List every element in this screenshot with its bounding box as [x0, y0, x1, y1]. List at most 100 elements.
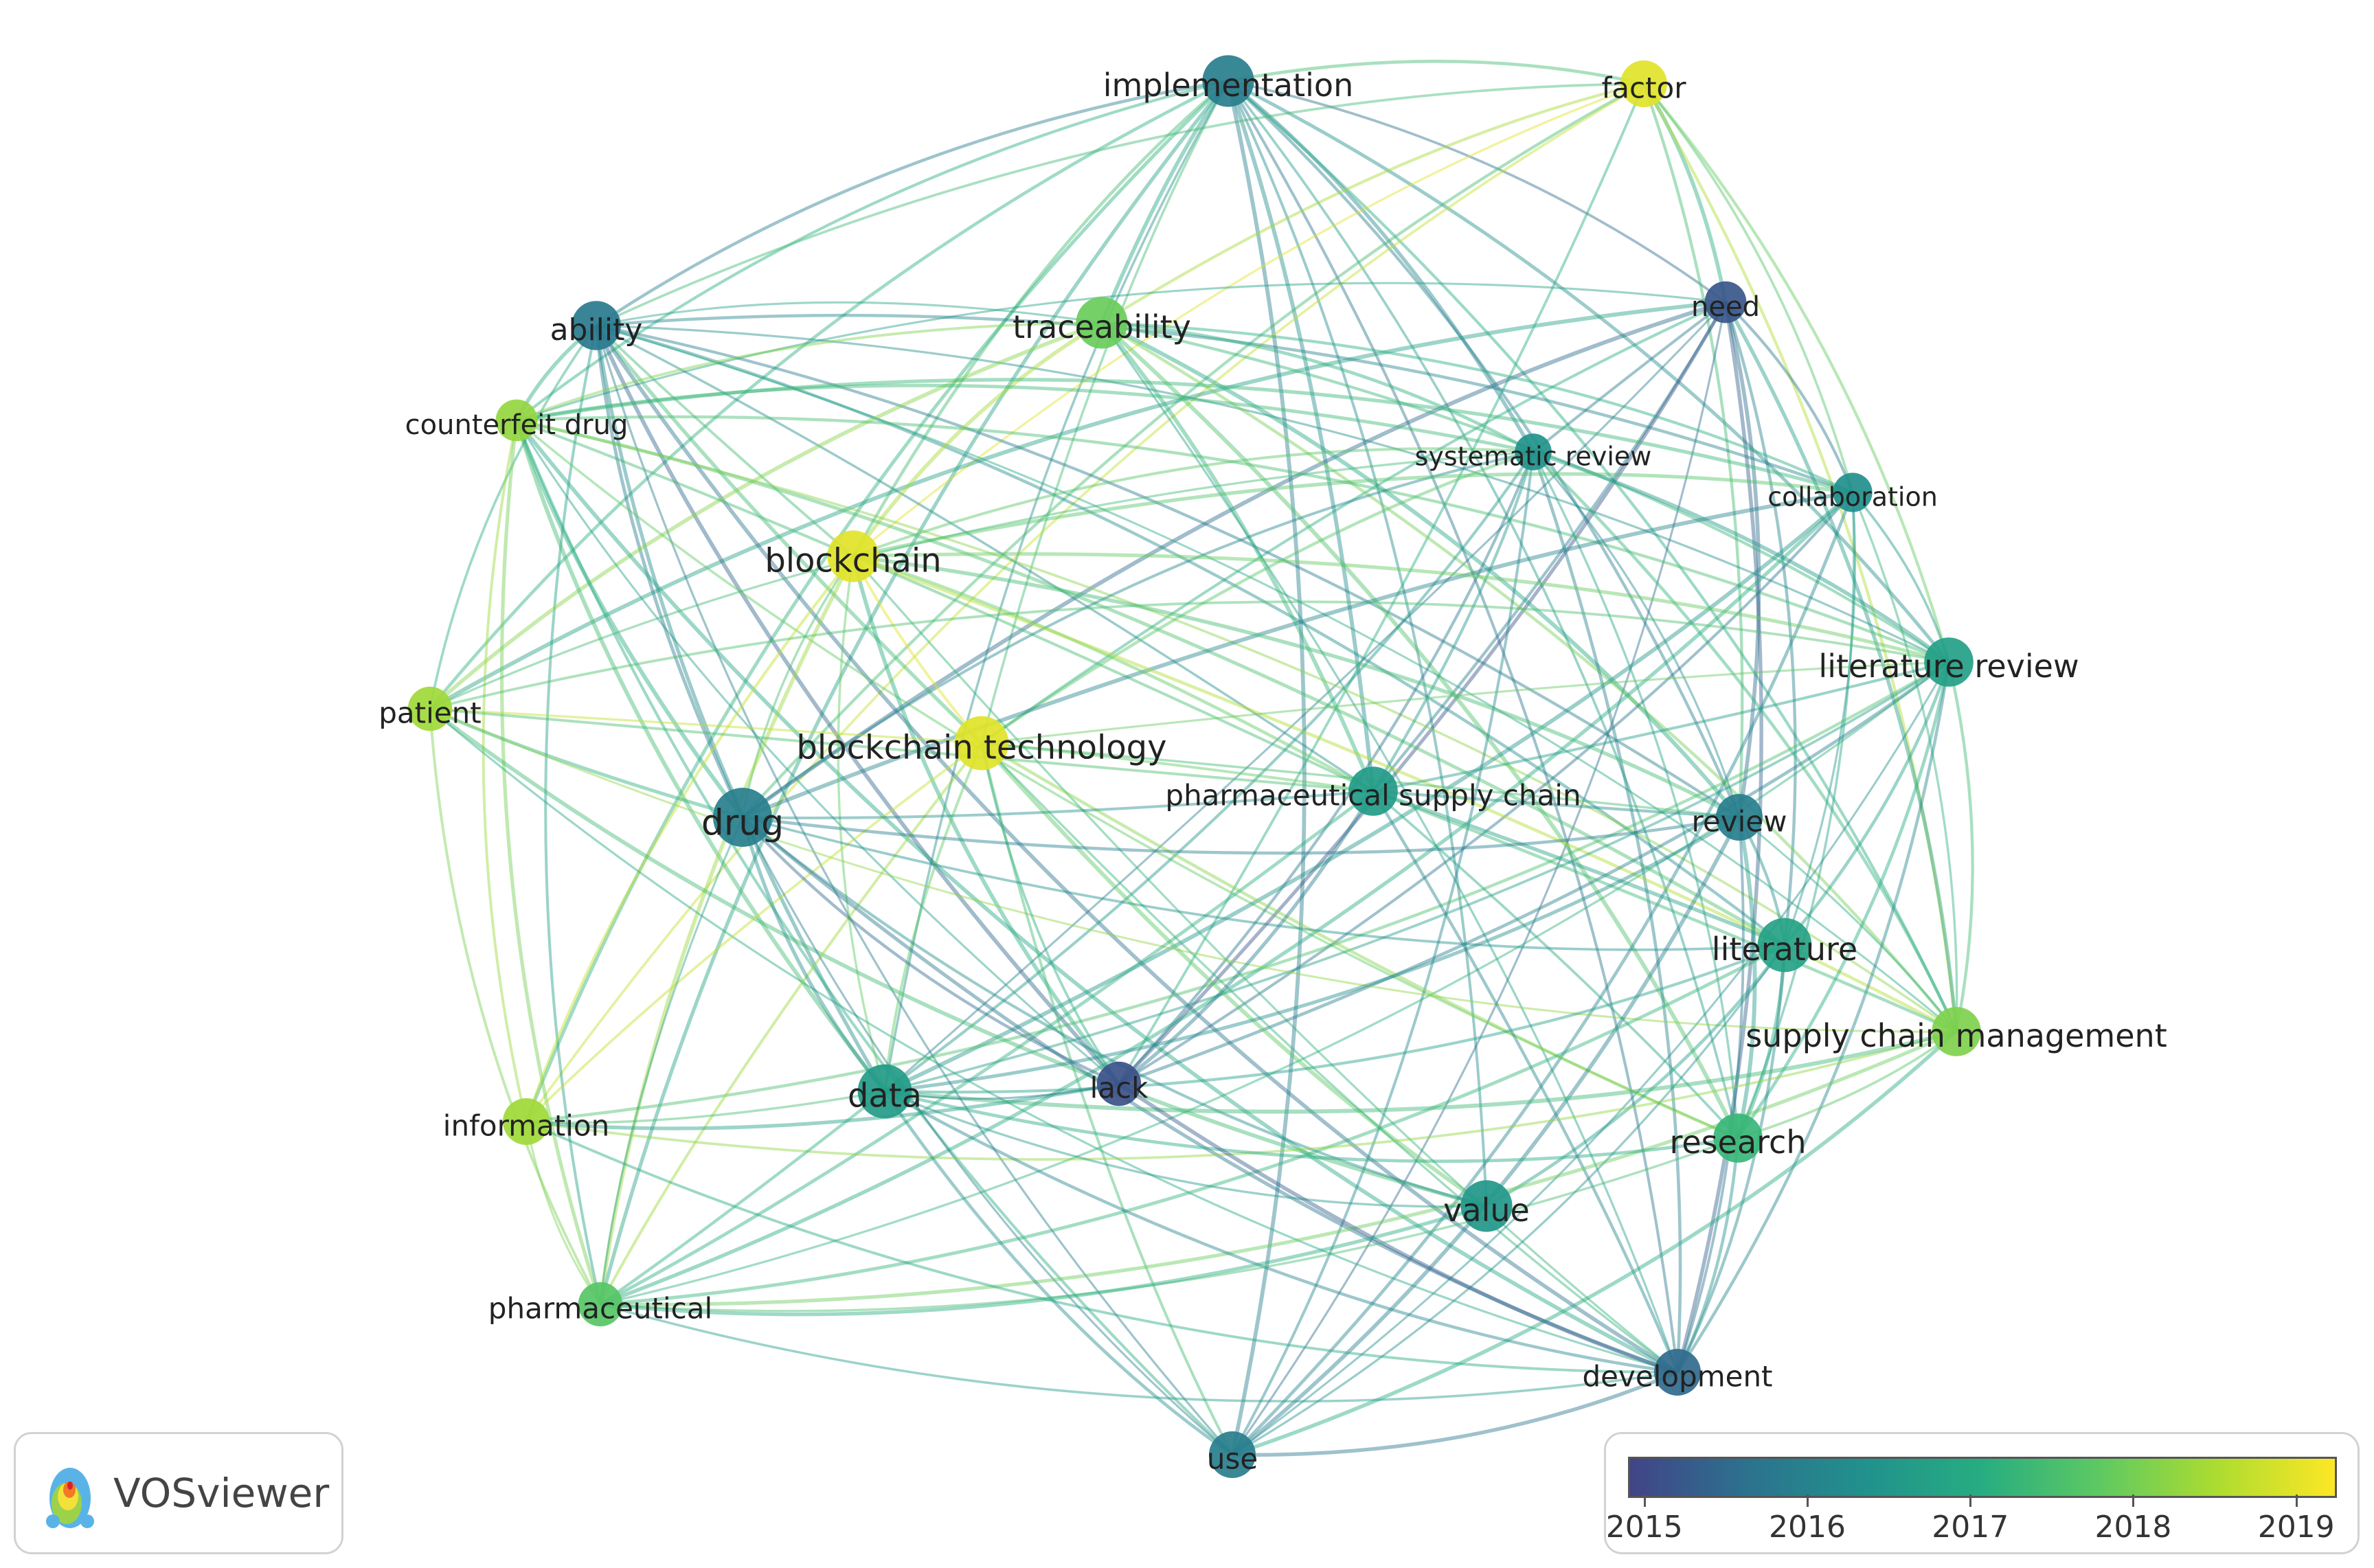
- link-factor-information: [525, 82, 1644, 1123]
- node-literature-review[interactable]: [1924, 637, 1974, 687]
- label-pharmaceutical[interactable]: pharmaceutical: [488, 1292, 712, 1326]
- label-literature[interactable]: literature: [1712, 931, 1857, 968]
- term-nodes: [407, 55, 1981, 1478]
- node-systematic-review[interactable]: [1515, 433, 1552, 470]
- link-blockchain-pharmaceutical-supply-chain: [852, 554, 1375, 793]
- node-implementation[interactable]: [1202, 55, 1254, 107]
- node-lack[interactable]: [1096, 1061, 1142, 1106]
- node-counterfeit-drug[interactable]: [495, 399, 538, 442]
- link-counterfeit-drug-lack: [515, 420, 1120, 1085]
- link-ability-literature: [596, 323, 1786, 946]
- label-data[interactable]: data: [848, 1076, 922, 1115]
- label-blockchain-technology[interactable]: blockchain technology: [796, 728, 1166, 766]
- link-literature-review-lack: [1118, 661, 1950, 1086]
- link-ability-blockchain-technology: [594, 324, 983, 745]
- node-factor[interactable]: [1620, 60, 1667, 107]
- link-factor-traceability: [1100, 82, 1644, 324]
- node-information[interactable]: [503, 1098, 550, 1145]
- node-supply-chain-management[interactable]: [1932, 1007, 1981, 1056]
- node-collaboration[interactable]: [1833, 473, 1873, 512]
- link-literature-review-data: [884, 661, 1950, 1093]
- link-blockchain-technology-value: [980, 742, 1488, 1208]
- label-implementation[interactable]: implementation: [1103, 67, 1353, 104]
- label-factor[interactable]: factor: [1601, 71, 1686, 105]
- link-patient-pharmaceutical: [429, 708, 602, 1305]
- node-need[interactable]: [1704, 281, 1747, 323]
- link-value-pharmaceutical: [600, 1204, 1487, 1317]
- label-collaboration[interactable]: collaboration: [1767, 481, 1938, 512]
- label-use[interactable]: use: [1207, 1442, 1258, 1476]
- link-systematic-review-review: [1532, 451, 1741, 818]
- node-data[interactable]: [857, 1064, 912, 1119]
- link-traceability-counterfeit-drug: [516, 321, 1103, 422]
- link-traceability-blockchain: [851, 321, 1103, 558]
- link-collaboration-lack: [1118, 491, 1854, 1085]
- node-patient[interactable]: [407, 686, 453, 731]
- link-traceability-systematic-review: [1101, 321, 1535, 454]
- node-review[interactable]: [1716, 794, 1763, 841]
- node-pharmaceutical[interactable]: [578, 1282, 623, 1327]
- label-development[interactable]: development: [1582, 1360, 1772, 1394]
- node-value[interactable]: [1460, 1180, 1513, 1232]
- link-pharmaceutical-supply-chain-pharmaceutical: [599, 790, 1375, 1306]
- link-development-use: [1232, 1370, 1679, 1457]
- label-counterfeit-drug[interactable]: counterfeit drug: [405, 409, 629, 441]
- link-need-blockchain-technology: [980, 301, 1726, 745]
- label-review[interactable]: review: [1692, 805, 1787, 839]
- node-use[interactable]: [1209, 1431, 1256, 1478]
- link-data-use: [883, 1090, 1234, 1456]
- label-ability[interactable]: ability: [550, 313, 643, 348]
- link-literature-review-literature: [1783, 661, 1951, 946]
- link-blockchain-literature-review: [852, 552, 1949, 664]
- label-literature-review[interactable]: literature review: [1818, 648, 2079, 685]
- label-value[interactable]: value: [1443, 1192, 1530, 1229]
- label-systematic-review[interactable]: systematic review: [1415, 441, 1652, 471]
- node-blockchain-technology[interactable]: [954, 716, 1009, 771]
- link-blockchain-lack: [851, 556, 1121, 1085]
- node-ability[interactable]: [572, 301, 621, 350]
- link-systematic-review-supply-chain-management: [1532, 451, 1958, 1032]
- node-research[interactable]: [1713, 1113, 1763, 1163]
- label-patient[interactable]: patient: [378, 696, 481, 730]
- link-blockchain-drug: [741, 556, 855, 818]
- node-pharmaceutical-supply-chain[interactable]: [1348, 766, 1398, 816]
- link-systematic-review-drug: [741, 451, 1534, 819]
- link-ability-patient: [429, 324, 598, 709]
- label-blockchain[interactable]: blockchain: [765, 541, 941, 580]
- vosviewer-logo-icon: [46, 1468, 94, 1528]
- link-counterfeit-drug-systematic-review: [516, 383, 1534, 454]
- label-supply-chain-management[interactable]: supply chain management: [1745, 1017, 2167, 1054]
- label-traceability[interactable]: traceability: [1013, 308, 1191, 345]
- label-research[interactable]: research: [1669, 1124, 1806, 1161]
- node-literature[interactable]: [1757, 918, 1812, 973]
- link-supply-chain-management-research: [1737, 1030, 1958, 1139]
- legend-gradient-bar: [1628, 1457, 2337, 1498]
- link-need-systematic-review: [1532, 301, 1727, 453]
- legend-tick-2015: [1643, 1495, 1646, 1507]
- node-drug[interactable]: [713, 788, 772, 847]
- node-traceability[interactable]: [1076, 297, 1128, 349]
- link-literature-review-pharmaceutical-supply-chain: [1372, 661, 1949, 793]
- link-implementation-use: [1226, 80, 1307, 1455]
- label-information[interactable]: information: [443, 1109, 609, 1143]
- link-pharmaceutical-supply-chain-development: [1372, 790, 1680, 1373]
- link-collaboration-use: [1231, 492, 1855, 1456]
- vosviewer-logo-text: VOSviewer: [113, 1470, 330, 1516]
- link-implementation-factor: [1228, 59, 1644, 86]
- node-blockchain[interactable]: [827, 530, 879, 582]
- link-blockchain-review: [852, 554, 1741, 819]
- link-drug-pharmaceutical: [599, 817, 744, 1305]
- link-counterfeit-drug-use: [515, 420, 1234, 1456]
- label-lack[interactable]: lack: [1090, 1071, 1149, 1105]
- link-collaboration-supply-chain-management: [1851, 492, 1958, 1032]
- label-pharmaceutical-supply-chain[interactable]: pharmaceutical supply chain: [1165, 779, 1581, 813]
- label-need[interactable]: need: [1691, 291, 1760, 323]
- link-pharmaceutical-supply-chain-literature: [1372, 789, 1786, 947]
- label-drug[interactable]: drug: [701, 803, 784, 844]
- node-development[interactable]: [1654, 1349, 1701, 1396]
- link-ability-development: [594, 324, 1679, 1374]
- link-literature-research: [1736, 944, 1787, 1139]
- link-patient-value: [429, 707, 1487, 1208]
- link-lack-development: [1118, 1082, 1678, 1374]
